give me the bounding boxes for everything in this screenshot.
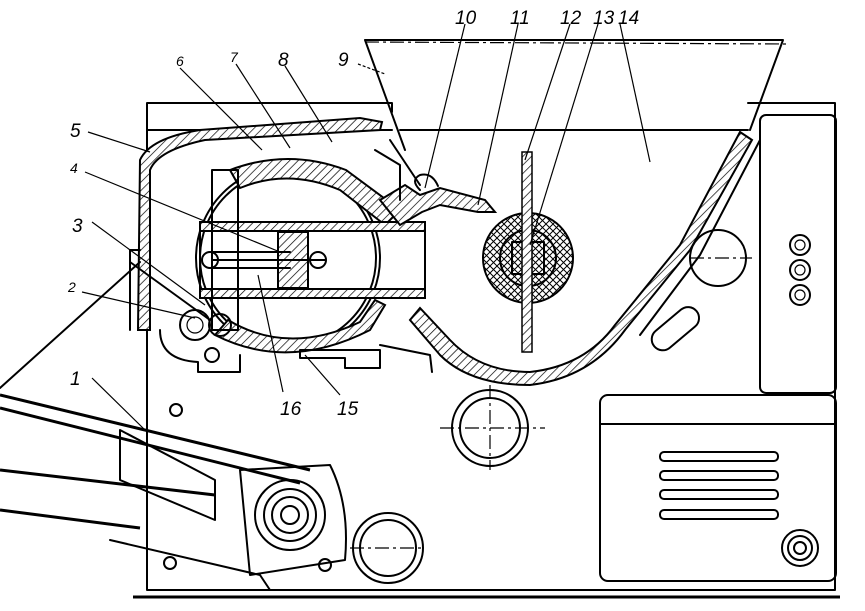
cabinet-bolts bbox=[789, 234, 811, 306]
motor-pulley bbox=[781, 529, 819, 567]
trough-screen bbox=[408, 130, 761, 387]
callouts: 1 2 3 4 5 6 7 8 9 10 11 12 13 14 15 16 bbox=[67, 8, 639, 420]
feed-hopper bbox=[364, 39, 791, 151]
grinding-roller bbox=[482, 151, 574, 353]
callout-15: 15 bbox=[337, 399, 359, 420]
callout-8: 8 bbox=[278, 50, 289, 71]
callout-6: 6 bbox=[176, 53, 184, 69]
callout-4: 4 bbox=[70, 160, 78, 176]
leader-lines bbox=[81, 23, 651, 431]
idler-pulley-low bbox=[350, 512, 425, 584]
callout-12: 12 bbox=[560, 8, 582, 29]
rotor-drum bbox=[195, 158, 426, 354]
callout-13: 13 bbox=[593, 8, 615, 29]
chute-housing bbox=[374, 139, 498, 227]
idler-pulley-mid bbox=[440, 385, 545, 470]
lower-bracket bbox=[299, 344, 433, 373]
callout-14: 14 bbox=[618, 8, 639, 29]
callout-10: 10 bbox=[455, 8, 477, 29]
callout-5: 5 bbox=[70, 121, 81, 142]
callout-7: 7 bbox=[230, 49, 239, 65]
callout-3: 3 bbox=[72, 216, 83, 237]
callout-9: 9 bbox=[338, 50, 349, 71]
callout-1: 1 bbox=[70, 369, 81, 390]
feed-conveyor bbox=[0, 261, 311, 591]
conveyor-head-pulley bbox=[239, 464, 347, 576]
ventilation-louvers bbox=[659, 451, 779, 520]
callout-2: 2 bbox=[67, 279, 76, 295]
callout-16: 16 bbox=[280, 399, 302, 420]
callout-11: 11 bbox=[510, 8, 530, 29]
